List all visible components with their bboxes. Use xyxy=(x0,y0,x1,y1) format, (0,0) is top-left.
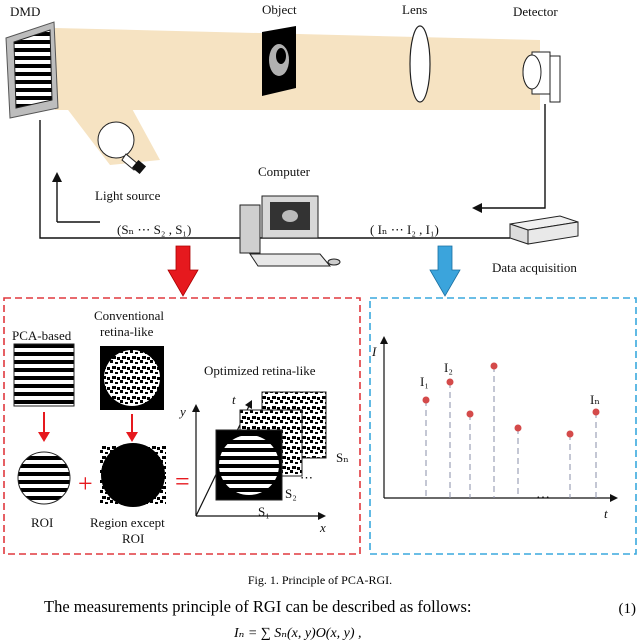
arrow-head-left xyxy=(472,203,482,213)
sn-label: Sₙ xyxy=(336,450,349,465)
conv-red-arrow xyxy=(126,432,138,442)
stem-point-5 xyxy=(514,424,522,432)
red-down-arrow xyxy=(167,245,199,297)
stack-dots: ⋯ xyxy=(300,470,313,485)
computer-icon xyxy=(239,195,341,267)
data-acquisition-label: Data acquisition xyxy=(492,260,577,275)
axis-t-label: t xyxy=(232,392,236,407)
dmd-label: DMD xyxy=(10,4,40,19)
signal-wires xyxy=(39,104,546,239)
except-roi-pattern xyxy=(100,443,166,507)
measurement-stems xyxy=(422,362,600,498)
axis-x-label: x xyxy=(319,520,326,535)
pca-label: PCA-based xyxy=(12,328,72,343)
computer-label: Computer xyxy=(258,164,311,179)
roi-pattern xyxy=(17,451,71,505)
except-label-2: ROI xyxy=(122,531,144,546)
stem-point-2 xyxy=(446,378,454,386)
body-paragraph: The measurements principle of RGI can be… xyxy=(44,597,472,616)
pattern-sequence: (Sₙ ⋯ S₂ , S₁) xyxy=(117,222,191,237)
equation: Iₙ = ∑ Sₙ(x, y)O(x, y) , xyxy=(234,626,362,641)
figure-caption: Fig. 1. Principle of PCA-RGI. xyxy=(247,573,393,587)
data-acquisition-device xyxy=(509,215,579,245)
light-source-label: Light source xyxy=(95,188,161,203)
stem-point-1 xyxy=(422,396,430,404)
conventional-label-1: Conventional xyxy=(94,308,164,323)
equation-number: (1) xyxy=(618,601,637,617)
s2-label: S₂ xyxy=(285,486,297,501)
optimized-label: Optimized retina-like xyxy=(204,363,316,378)
stem-point-6 xyxy=(566,430,574,438)
right-panel-frame xyxy=(369,297,637,555)
stem-point-4 xyxy=(490,362,498,370)
stem-point-7 xyxy=(592,408,600,416)
arrow-head-up xyxy=(52,172,62,182)
time-axis-label: t xyxy=(604,506,608,521)
plus-sign: + xyxy=(78,469,93,498)
light-beam xyxy=(55,28,540,110)
light-bulb-icon xyxy=(97,121,147,175)
measurement-axes xyxy=(383,342,612,499)
i2-label: I₂ xyxy=(444,360,453,375)
axis-y-label: y xyxy=(178,404,186,419)
dmd-device xyxy=(5,21,59,119)
s1-label: S₁ xyxy=(258,504,270,519)
intensity-sequence: ( Iₙ ⋯ I₂ , I₁) xyxy=(370,222,439,237)
i1-label: I₁ xyxy=(420,374,429,389)
except-label-1: Region except xyxy=(90,515,165,530)
pca-red-arrow xyxy=(38,432,50,442)
pattern-stack xyxy=(215,391,327,501)
conventional-label-2: retina-like xyxy=(100,324,154,339)
intensity-axis-label: I xyxy=(371,344,377,359)
figure: DMD Object Lens Detector Light source xyxy=(3,2,637,555)
detector-device xyxy=(522,51,561,103)
conventional-pattern xyxy=(100,346,164,410)
pca-pattern xyxy=(13,343,75,407)
in-label: Iₙ xyxy=(590,392,600,407)
stem-point-3 xyxy=(466,410,474,418)
object-image xyxy=(262,26,296,96)
lens-label: Lens xyxy=(402,2,427,17)
left-panel-frame xyxy=(3,297,361,555)
roi-label: ROI xyxy=(31,515,53,530)
blue-down-arrow xyxy=(429,245,461,297)
stem-dots: … xyxy=(536,487,550,502)
detector-label: Detector xyxy=(513,4,558,19)
equals-sign: = xyxy=(175,467,190,496)
object-label: Object xyxy=(262,2,297,17)
lens-element xyxy=(409,25,431,103)
